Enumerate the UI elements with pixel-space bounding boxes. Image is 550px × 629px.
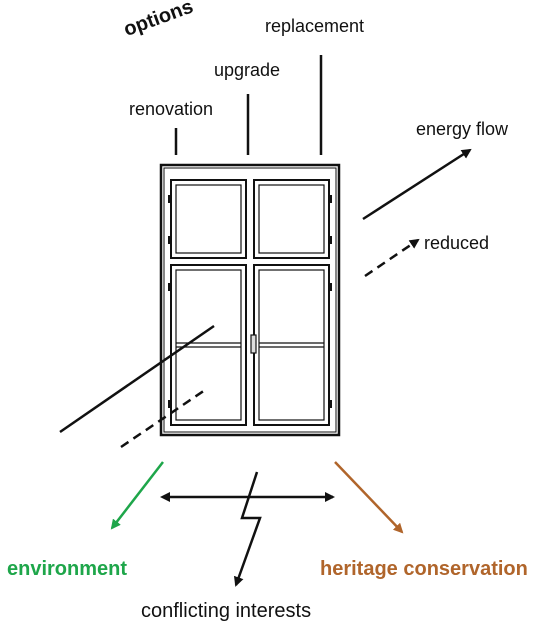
environment-label: environment <box>7 558 128 580</box>
energy-flow-label: energy flow <box>416 119 509 139</box>
window-icon <box>159 163 341 437</box>
reduced-label: reduced <box>424 233 490 253</box>
reduced-flow-line-in <box>120 388 206 449</box>
heritage-conservation-label: heritage conservation <box>320 558 528 580</box>
replacement-label: replacement <box>265 16 365 36</box>
heritage-arrow <box>334 461 404 534</box>
renovation-label: renovation <box>129 99 214 119</box>
reduced-flow-arrow <box>364 238 420 278</box>
conflicting-interests-label: conflicting interests <box>141 600 312 622</box>
energy-flow-line-in <box>59 324 215 434</box>
upgrade-label: upgrade <box>214 60 281 80</box>
energy-flow-arrow <box>362 148 472 221</box>
conflict-lightning-arrow <box>233 471 262 587</box>
environment-arrow <box>110 461 164 530</box>
